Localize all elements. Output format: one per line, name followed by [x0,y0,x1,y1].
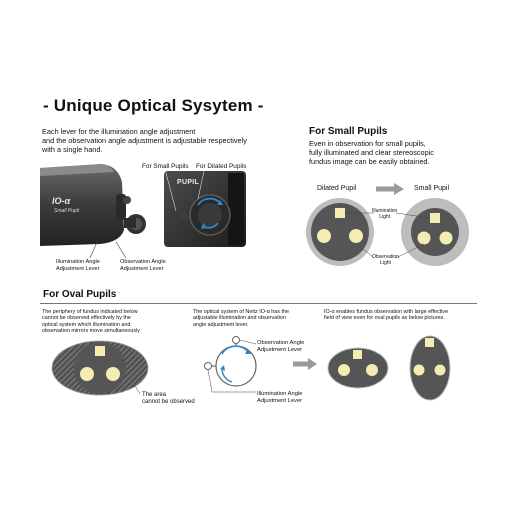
intro-line: Each lever for the illumination angle ad… [42,127,196,136]
pupil-tag: PUPIL [177,179,200,186]
illumination-lever-label: Illumination Angle Adjustment Lever [56,259,100,272]
page-title: - Unique Optical Sysytem - [43,96,264,115]
oval-pupils-title: For Oval Pupils [43,289,117,300]
small-pupil-label: Small Pupil [414,185,450,192]
device-brand-sub: Small Pupil [54,208,80,214]
observation-lever-label: Observation Angle Adjustment Lever [120,259,166,272]
intro-text: Each lever for the illumination angle ad… [42,127,292,154]
pupil-diagrams [306,198,469,266]
small-pupils-title: For Small Pupils [309,126,388,137]
oval-column-3-text: IO-α enables fundus observation with lar… [324,309,449,322]
oval-shaded-diagram [51,340,149,396]
arrow-right-icon [376,183,404,195]
intro-line: and the observation angle adjustment is … [42,136,247,145]
small-pupils-description: Even in observation for small pupils, fu… [309,139,434,166]
section-divider [40,303,477,304]
illumination-lever-diagram-label: Illumination Angle Adjustment Lever [257,391,303,404]
arrow-right-icon [293,358,317,370]
for-dilated-pupils-label: For Dilated Pupils [196,163,247,170]
lever-diagram [204,336,257,393]
intro-line: with a single hand. [42,145,103,154]
oval-column-1-text: The periphery of fundus indicated below … [42,309,140,335]
lever-leader-lines [89,239,127,259]
lever-closeup-photo [164,171,246,247]
for-small-pupils-label: For Small Pupils [142,163,189,170]
oval-column-2-text: The optical system of Neitz IO-α has the… [193,309,289,328]
illumination-light-label: Illumination Light [372,208,398,220]
device-photo [40,164,146,246]
unobservable-area-label: The area cannot be observed [142,392,195,406]
observation-light-label: Observation Light [372,254,399,266]
dilated-pupil-label: Dilated Pupil [317,185,357,192]
oval-pupil-examples [327,335,451,401]
device-brand: IO-α [52,196,71,206]
observation-lever-diagram-label: Observation Angle Adjustment Lever [257,340,305,353]
